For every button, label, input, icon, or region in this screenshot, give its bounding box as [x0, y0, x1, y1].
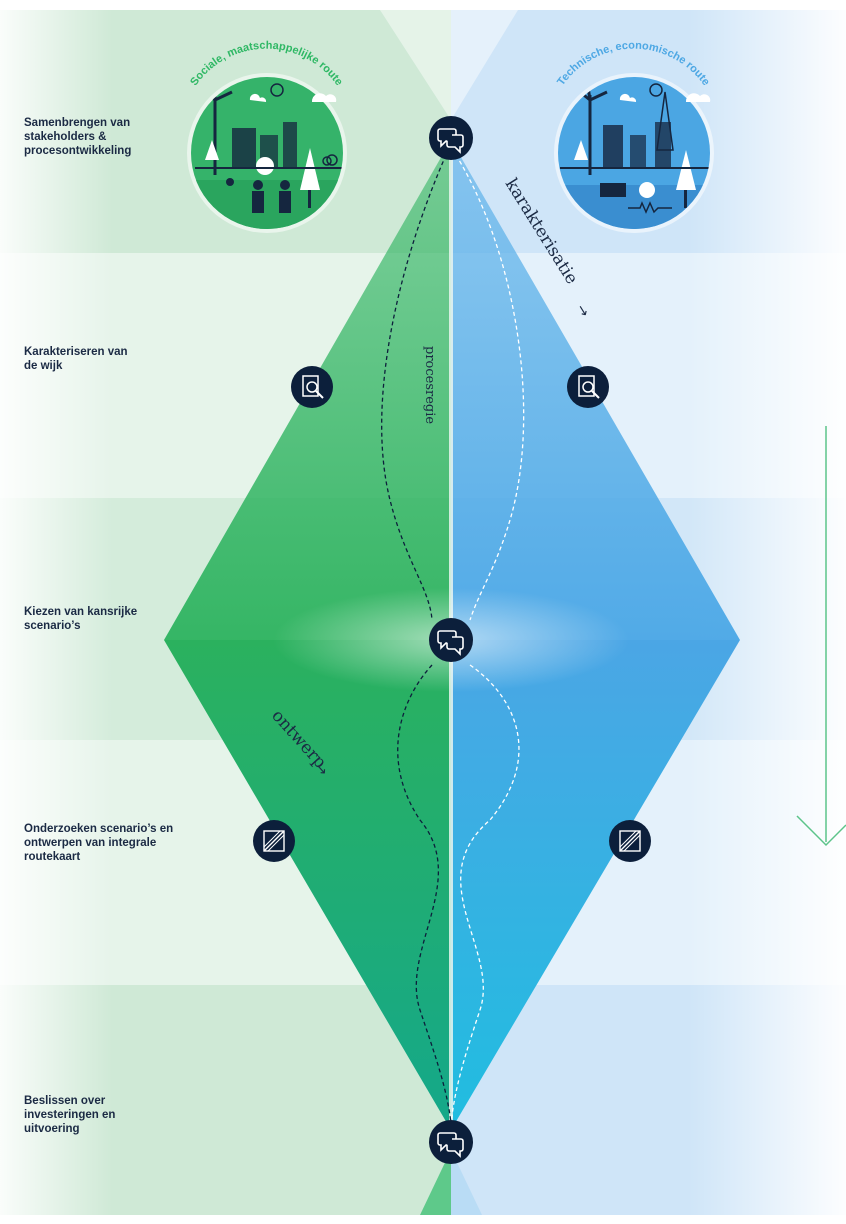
stage-label-decide: Beslissen over investeringen en uitvoeri… [24, 1095, 116, 1135]
chat-icon [429, 1120, 473, 1164]
procesregie-label: procesregie [422, 346, 437, 424]
dashed-path-left [381, 154, 454, 1161]
top-funnel-left [380, 10, 451, 120]
top-funnel-right [451, 10, 518, 120]
chat-icon [429, 618, 473, 662]
stage-label-choose-scenarios: Kiezen van kansrijke scenario’s [24, 606, 138, 632]
dashed-path-right [449, 154, 525, 1161]
magnifier-document-icon [291, 366, 333, 408]
design-ruler-pencil-icon [253, 820, 295, 862]
bottom-funnel-right [451, 1150, 482, 1215]
design-ruler-pencil-icon [609, 820, 651, 862]
magnifier-document-icon [567, 366, 609, 408]
stage-label-characterise: Karakteriseren van de wijk [24, 346, 128, 372]
bottom-funnel-left [420, 1150, 451, 1215]
chat-icon [429, 116, 473, 160]
stage-label-research-design: Onderzoeken scenario’s en ontwerpen van … [24, 823, 174, 863]
progress-arrow [796, 426, 846, 847]
stage-label-stakeholders: Samenbrengen van stakeholders & proceson… [24, 117, 132, 157]
